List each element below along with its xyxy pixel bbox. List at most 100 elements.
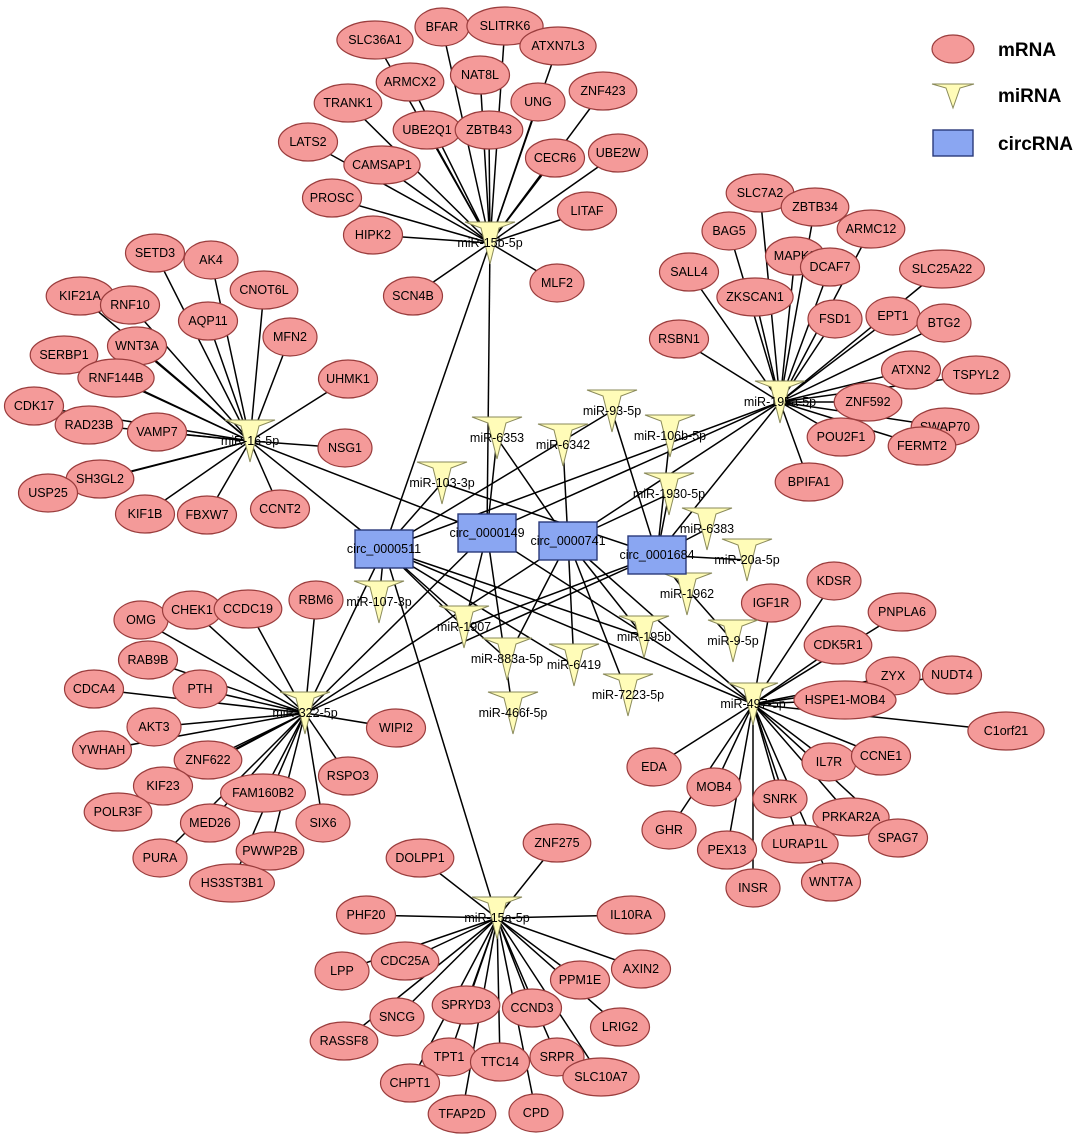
- mrna-node[interactable]: BPIFA1: [774, 462, 844, 502]
- mrna-node[interactable]: C1orf21: [967, 711, 1045, 751]
- mirna-node[interactable]: miR-6353: [470, 416, 524, 460]
- mrna-node[interactable]: HIPK2: [342, 215, 404, 255]
- mrna-node[interactable]: AKT3: [126, 707, 182, 747]
- mrna-node[interactable]: SLITRK6: [466, 6, 544, 46]
- mrna-node[interactable]: ATXN2: [880, 350, 942, 390]
- mirna-node[interactable]: miR-15a-5p: [464, 896, 530, 940]
- mrna-node[interactable]: CCNT2: [249, 489, 311, 529]
- mrna-node[interactable]: CDK5R1: [803, 625, 873, 665]
- mrna-node[interactable]: EDA: [626, 747, 682, 787]
- mrna-node[interactable]: LRIG2: [589, 1007, 651, 1047]
- mirna-node[interactable]: miR-20a-5p: [714, 538, 780, 582]
- mrna-node[interactable]: IL7R: [801, 742, 857, 782]
- mirna-node[interactable]: miR-195b: [617, 615, 671, 659]
- mrna-node[interactable]: POLR3F: [83, 792, 153, 832]
- mrna-node[interactable]: SERBP1: [29, 335, 99, 375]
- mrna-node[interactable]: EPT1: [865, 296, 921, 336]
- mrna-node[interactable]: KIF1B: [114, 494, 176, 534]
- mrna-node[interactable]: ARMC12: [836, 209, 906, 249]
- mrna-node[interactable]: ZBTB43: [454, 110, 524, 150]
- mrna-node[interactable]: NAT8L: [449, 55, 511, 95]
- mrna-node[interactable]: IGF1R: [740, 583, 802, 623]
- mrna-node[interactable]: SCN4B: [382, 276, 444, 316]
- mrna-node[interactable]: RNF10: [99, 285, 161, 325]
- mrna-node[interactable]: TTC14: [469, 1042, 531, 1082]
- mirna-node[interactable]: miR-106b-5p: [634, 414, 706, 458]
- mirna-node[interactable]: miR-103-3p: [409, 461, 475, 505]
- mrna-node[interactable]: PTH: [172, 669, 228, 709]
- mrna-node[interactable]: CDK17: [3, 386, 65, 426]
- mirna-node[interactable]: miR-195a-5p: [744, 380, 816, 424]
- mrna-node[interactable]: AXIN2: [610, 949, 672, 989]
- mrna-node[interactable]: RNF144B: [77, 358, 155, 398]
- mrna-node[interactable]: MFN2: [262, 317, 318, 357]
- mrna-node[interactable]: DCAF7: [799, 247, 861, 287]
- mirna-node[interactable]: miR-15b-5p: [457, 221, 523, 265]
- mrna-node[interactable]: TFAP2D: [427, 1094, 497, 1134]
- mrna-node[interactable]: BTG2: [916, 303, 972, 343]
- mrna-node[interactable]: ZBTB34: [780, 187, 850, 227]
- mrna-node[interactable]: SIX6: [295, 803, 351, 843]
- mirna-node[interactable]: miR-93-5p: [583, 389, 641, 433]
- mirna-node[interactable]: miR-16-5p: [221, 419, 279, 463]
- mrna-node[interactable]: LATS2: [277, 122, 339, 162]
- mrna-node[interactable]: CCNE1: [850, 736, 912, 776]
- mrna-node[interactable]: AQP11: [177, 301, 239, 341]
- mrna-node[interactable]: LITAF: [556, 191, 618, 231]
- circrna-node[interactable]: circ_0000149: [449, 513, 525, 553]
- mrna-node[interactable]: SALL4: [658, 252, 720, 292]
- mrna-node[interactable]: WNT3A: [106, 326, 168, 366]
- mrna-node[interactable]: ZKSCAN1: [716, 277, 794, 317]
- mrna-node[interactable]: FAM160B2: [220, 773, 307, 813]
- mrna-node[interactable]: MED26: [179, 803, 241, 843]
- mrna-node[interactable]: CECR6: [524, 138, 586, 178]
- mrna-node[interactable]: RSPO3: [317, 756, 379, 796]
- mrna-node[interactable]: FSD1: [807, 299, 863, 339]
- mrna-node[interactable]: SETD3: [124, 233, 186, 273]
- mrna-node[interactable]: RBM6: [288, 580, 344, 620]
- mrna-node[interactable]: SPRYD3: [431, 985, 501, 1025]
- mirna-node[interactable]: miR-497-5p: [720, 682, 786, 726]
- mrna-node[interactable]: SLC7A2: [725, 173, 795, 213]
- circrna-node[interactable]: circ_0000511: [347, 529, 421, 569]
- mrna-node[interactable]: BFAR: [414, 7, 470, 47]
- mrna-node[interactable]: SNCG: [369, 997, 425, 1037]
- mrna-node[interactable]: TSPYL2: [941, 355, 1011, 395]
- mirna-node[interactable]: miR-107-3p: [346, 580, 412, 624]
- mrna-node[interactable]: UNG: [510, 82, 566, 122]
- circrna-node[interactable]: circ_0000741: [530, 521, 606, 561]
- mrna-node[interactable]: PEX13: [696, 830, 758, 870]
- mrna-node[interactable]: TPT1: [421, 1037, 477, 1077]
- mrna-node[interactable]: LURAP1L: [761, 824, 839, 864]
- mrna-node[interactable]: CPD: [508, 1093, 564, 1133]
- mrna-node[interactable]: ATXN7L3: [519, 26, 597, 66]
- mrna-node[interactable]: ZNF592: [833, 382, 903, 422]
- mrna-node[interactable]: KDSR: [806, 561, 862, 601]
- mirna-node[interactable]: miR-6383: [680, 507, 734, 551]
- mrna-node[interactable]: OMG: [113, 600, 169, 640]
- mrna-node[interactable]: GHR: [641, 810, 697, 850]
- mrna-node[interactable]: NSG1: [317, 428, 373, 468]
- mirna-node[interactable]: miR-883a-5p: [471, 637, 543, 681]
- mrna-node[interactable]: SLC25A22: [898, 249, 985, 289]
- mrna-node[interactable]: SNRK: [752, 779, 808, 819]
- mrna-node[interactable]: CDC25A: [370, 941, 440, 981]
- mrna-node[interactable]: LPP: [314, 951, 370, 991]
- mrna-node[interactable]: SLC10A7: [562, 1057, 640, 1097]
- mirna-node[interactable]: miR-1930-5p: [633, 472, 705, 516]
- mrna-node[interactable]: RASSF8: [309, 1021, 379, 1061]
- mirna-node[interactable]: miR-6419: [547, 643, 601, 687]
- mrna-node[interactable]: ZNF622: [173, 740, 243, 780]
- mrna-node[interactable]: DOLPP1: [385, 838, 455, 878]
- mrna-node[interactable]: UHMK1: [317, 359, 379, 399]
- mrna-node[interactable]: CDCA4: [63, 669, 125, 709]
- mrna-node[interactable]: PROSC: [301, 178, 363, 218]
- mrna-node[interactable]: SLC36A1: [336, 20, 414, 60]
- mrna-node[interactable]: PRKAR2A: [812, 797, 890, 837]
- mrna-node[interactable]: CHEK1: [161, 590, 223, 630]
- mrna-node[interactable]: PURA: [132, 838, 188, 878]
- mrna-node[interactable]: POU2F1: [806, 417, 876, 457]
- mrna-node[interactable]: CCND3: [501, 988, 563, 1028]
- mirna-node[interactable]: miR-466f-5p: [479, 691, 548, 735]
- mrna-node[interactable]: UBE2W: [587, 133, 649, 173]
